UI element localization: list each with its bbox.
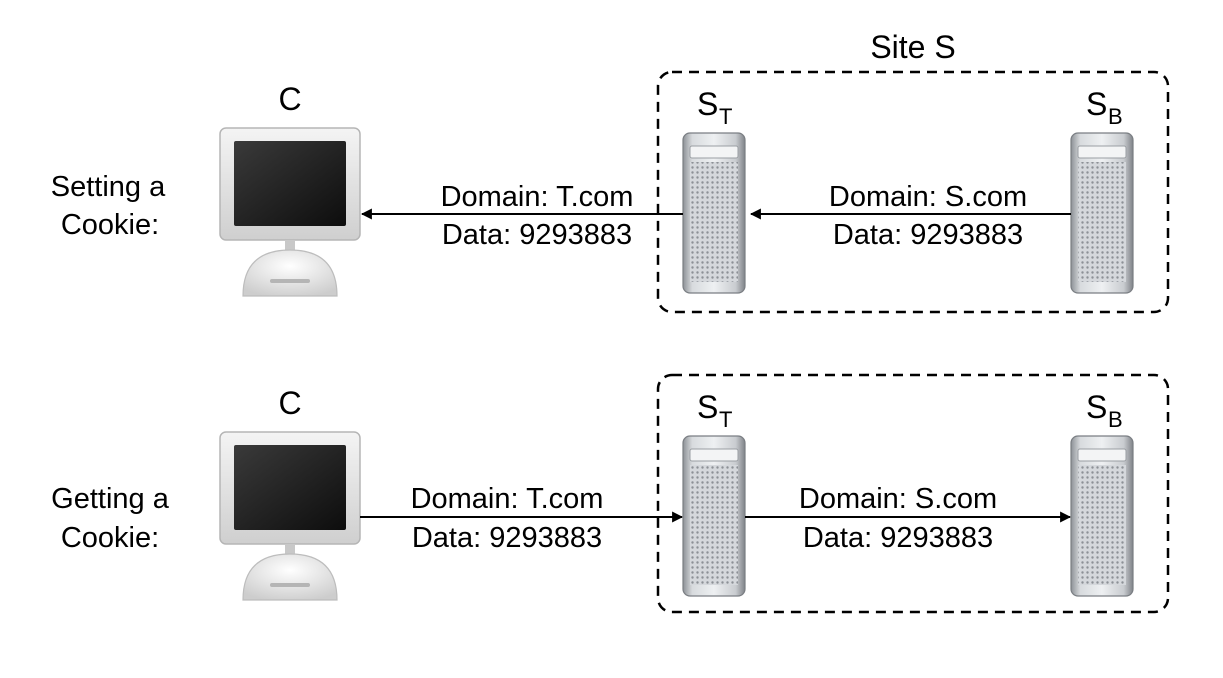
tower-server-icon: [682, 132, 746, 294]
server-t-letter: S: [697, 389, 718, 425]
getting-row-label-line2: Cookie:: [61, 522, 159, 554]
setting-site-msg-data: Data: 9293883: [833, 219, 1023, 251]
setting-client-msg-data: Data: 9293883: [442, 219, 632, 251]
tower-server-icon: [682, 435, 746, 597]
getting-site-msg-data: Data: 9293883: [803, 522, 993, 554]
tower-server-icon: [1070, 435, 1134, 597]
getting-row-label-line1: Getting a: [51, 483, 170, 515]
setting-site-msg-domain: Domain: S.com: [829, 181, 1027, 213]
getting-client-msg-data: Data: 9293883: [412, 522, 602, 554]
server-t-letter: S: [697, 86, 718, 122]
imac-computer-icon: [219, 127, 361, 297]
getting-site-msg-domain: Domain: S.com: [799, 483, 997, 515]
client-label: C: [278, 385, 301, 421]
server-b-letter: S: [1086, 86, 1107, 122]
setting-row: Site S Setting a Cookie: C S T S B: [51, 29, 1170, 314]
server-t-subscript: T: [719, 407, 732, 432]
server-b-subscript: B: [1108, 407, 1123, 432]
site-s-boundary: [656, 70, 1170, 314]
imac-computer-icon: [219, 431, 361, 601]
site-s-boundary: [656, 373, 1170, 614]
site-s-label: Site S: [870, 29, 955, 65]
server-b-letter: S: [1086, 389, 1107, 425]
getting-client-msg-domain: Domain: T.com: [411, 483, 604, 515]
getting-row: Getting a Cookie: C S T S B: [51, 373, 1170, 614]
setting-row-label-line1: Setting a: [51, 171, 166, 203]
server-b-subscript: B: [1108, 104, 1123, 129]
setting-client-msg-domain: Domain: T.com: [441, 181, 634, 213]
client-label: C: [278, 81, 301, 117]
setting-row-label-line2: Cookie:: [61, 209, 159, 241]
tower-server-icon: [1070, 132, 1134, 294]
server-t-subscript: T: [719, 104, 732, 129]
